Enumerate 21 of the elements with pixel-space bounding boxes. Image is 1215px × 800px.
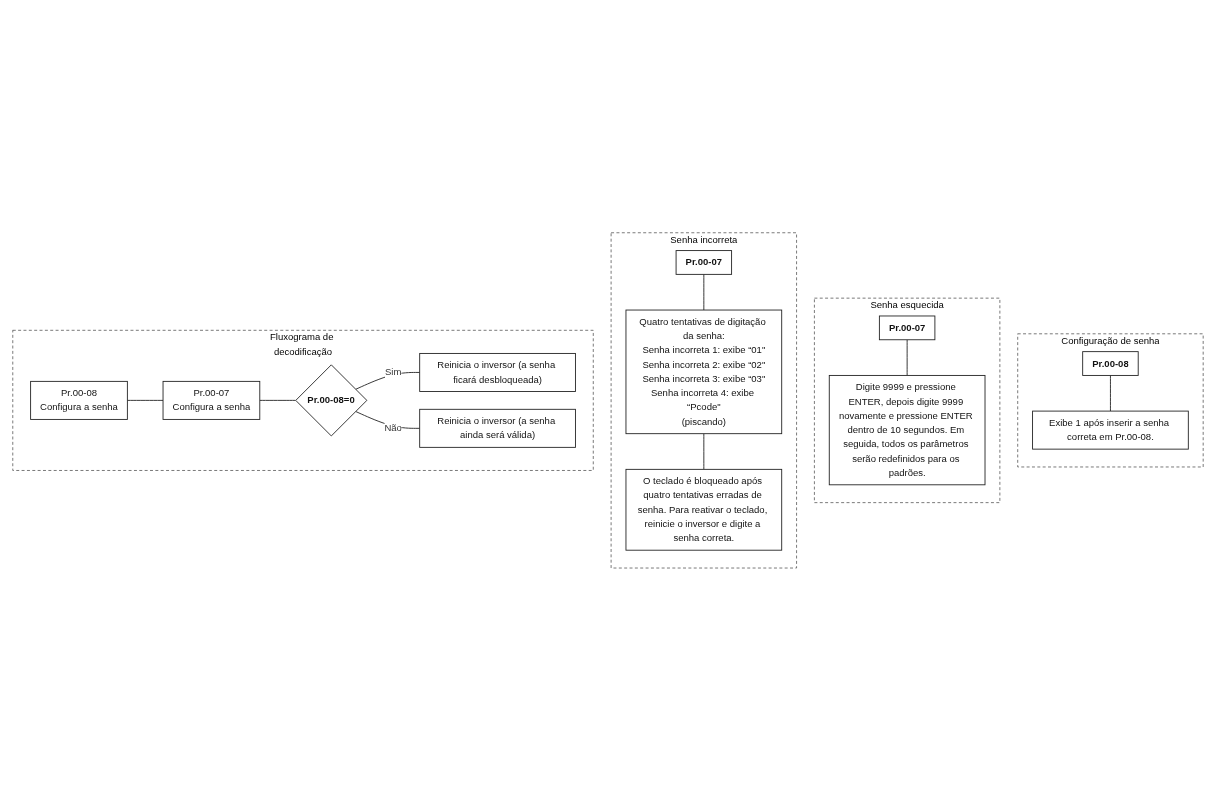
connector xyxy=(906,338,908,376)
node-box: Reinicia o inversor (a senha ficará desbloqueada) xyxy=(418,352,576,392)
node-box: Digite 9999 e pressione ENTER, depois digite 9999 novamente e pressione ENTER dentro de 10 segundos. Em seguida, todos os parâmetros serão redefinidos para os padrões. xyxy=(828,374,985,485)
connector xyxy=(702,432,704,470)
node-box: O teclado é bloqueado após quatro tentativas erradas de senha. Para reativar o teclado, reinicie o inversor e digite a senha correta. xyxy=(625,468,782,551)
node-box: Pr.00-08 Configura a senha xyxy=(29,380,128,420)
connector xyxy=(258,399,296,401)
connector xyxy=(1109,374,1111,412)
connector xyxy=(354,371,420,390)
node-box: Pr.00-07 xyxy=(878,315,935,340)
connector xyxy=(126,399,163,401)
node-box: Pr.00-08 xyxy=(1081,350,1139,376)
node-box: Quatro tentativas de digitação da senha: Senha incorreta 1: exibe “01" Senha incorreta 2: exibe “02" Senha incorreta 3: exibe “03" Senha incorreta 4: exibe “Pcode" (piscando) xyxy=(625,309,782,434)
node-box: Exibe 1 após inserir a senha correta em Pr.00-08. xyxy=(1031,410,1189,450)
node-diamond: Pr.00-08=0 xyxy=(294,364,367,436)
node-box: Pr.00-07 Configura a senha xyxy=(162,380,260,420)
node-box: Pr.00-07 xyxy=(675,249,732,275)
edge-label: Não xyxy=(383,422,402,433)
edge-label: Sim xyxy=(384,366,401,377)
connector xyxy=(702,273,704,311)
node-box: Reinicia o inversor (a senha ainda será válida) xyxy=(418,408,576,448)
